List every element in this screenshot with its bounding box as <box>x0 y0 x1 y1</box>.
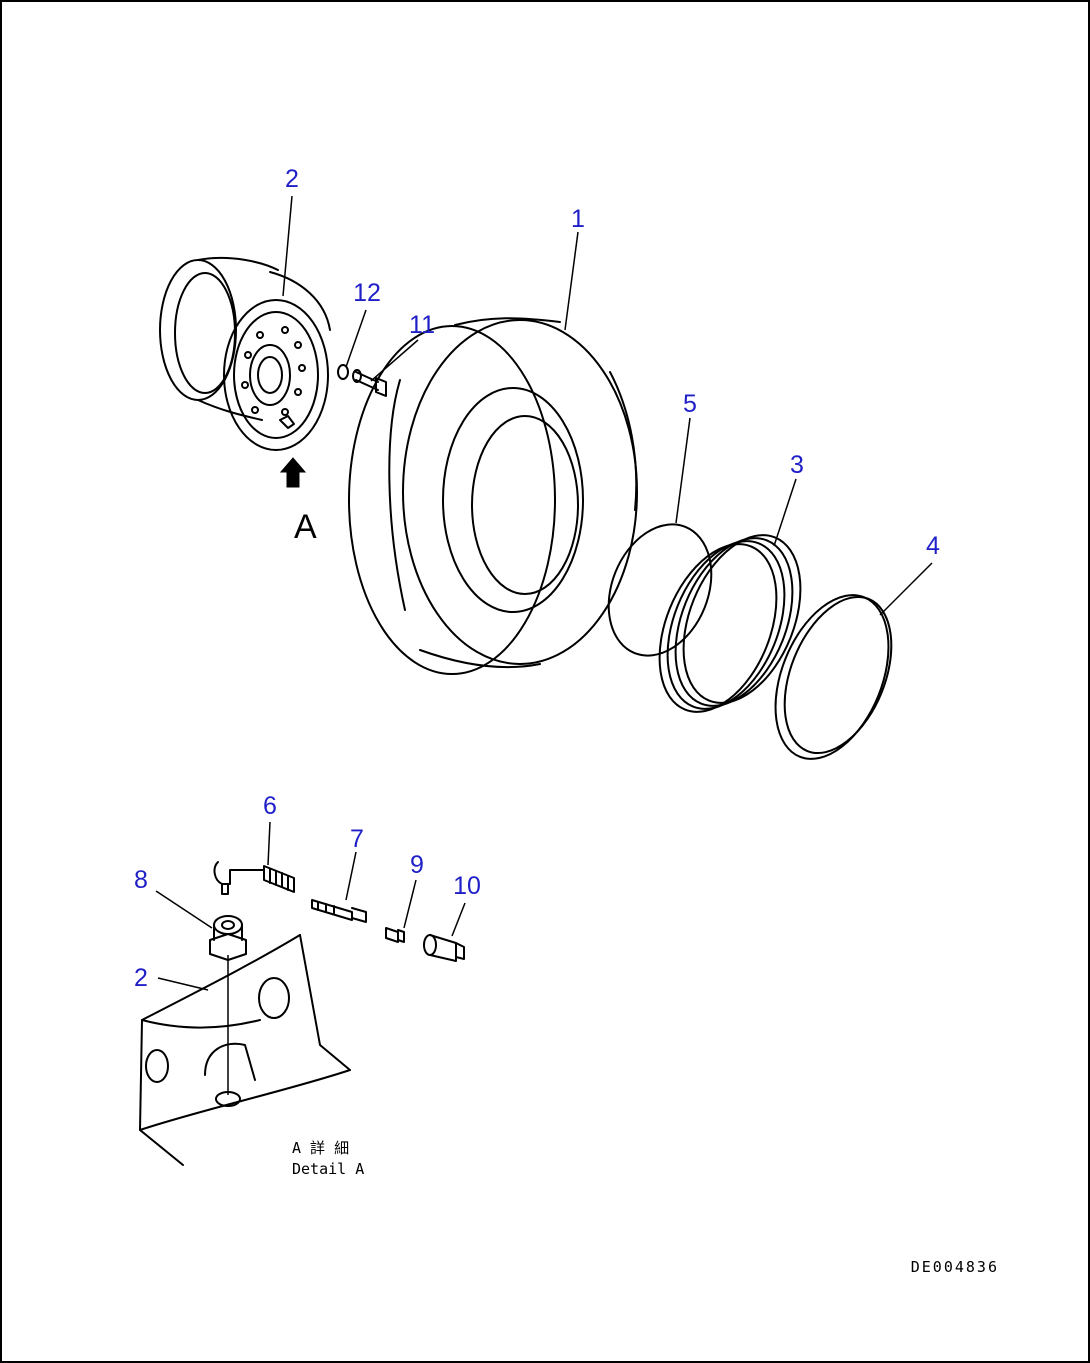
view-arrow-a: A <box>279 457 317 546</box>
leader-lines <box>155 195 933 991</box>
view-arrow-label: A <box>294 508 317 546</box>
detail-caption-line1: A 詳 細 <box>292 1139 349 1157</box>
bolt <box>352 369 387 397</box>
callout-9: 9 <box>410 851 424 879</box>
detail-caption: A 詳 細 Detail A <box>292 1139 364 1178</box>
valve-stem <box>213 861 295 895</box>
drawing-number: DE004836 <box>911 1258 999 1276</box>
valve-core <box>311 899 367 923</box>
callout-6: 6 <box>263 792 277 820</box>
callout-1: 1 <box>571 205 585 233</box>
lock-washer <box>337 364 349 380</box>
callout-7: 7 <box>350 825 364 853</box>
valve-nut <box>209 915 247 961</box>
o-ring <box>607 523 713 657</box>
wheel-rim <box>159 256 331 451</box>
callout-3: 3 <box>790 451 804 479</box>
detail-caption-line2: Detail A <box>292 1160 364 1178</box>
detail-a-rim-section <box>139 934 351 1166</box>
valve-cap-inner <box>385 927 405 943</box>
valve-cap <box>423 934 465 962</box>
lock-ring <box>774 594 893 760</box>
tire <box>348 317 638 675</box>
callout-11: 11 <box>409 311 435 339</box>
callout-8: 8 <box>134 866 148 894</box>
callout-10: 10 <box>453 872 481 900</box>
callout-4: 4 <box>926 532 940 560</box>
callout-numbers: 2 12 11 1 5 3 4 6 7 9 10 8 2 <box>134 165 940 992</box>
side-ring <box>658 534 802 713</box>
callout-2-detail: 2 <box>134 964 148 992</box>
callout-12: 12 <box>353 279 381 307</box>
callout-2-rim: 2 <box>285 165 299 193</box>
callout-5: 5 <box>683 390 697 418</box>
